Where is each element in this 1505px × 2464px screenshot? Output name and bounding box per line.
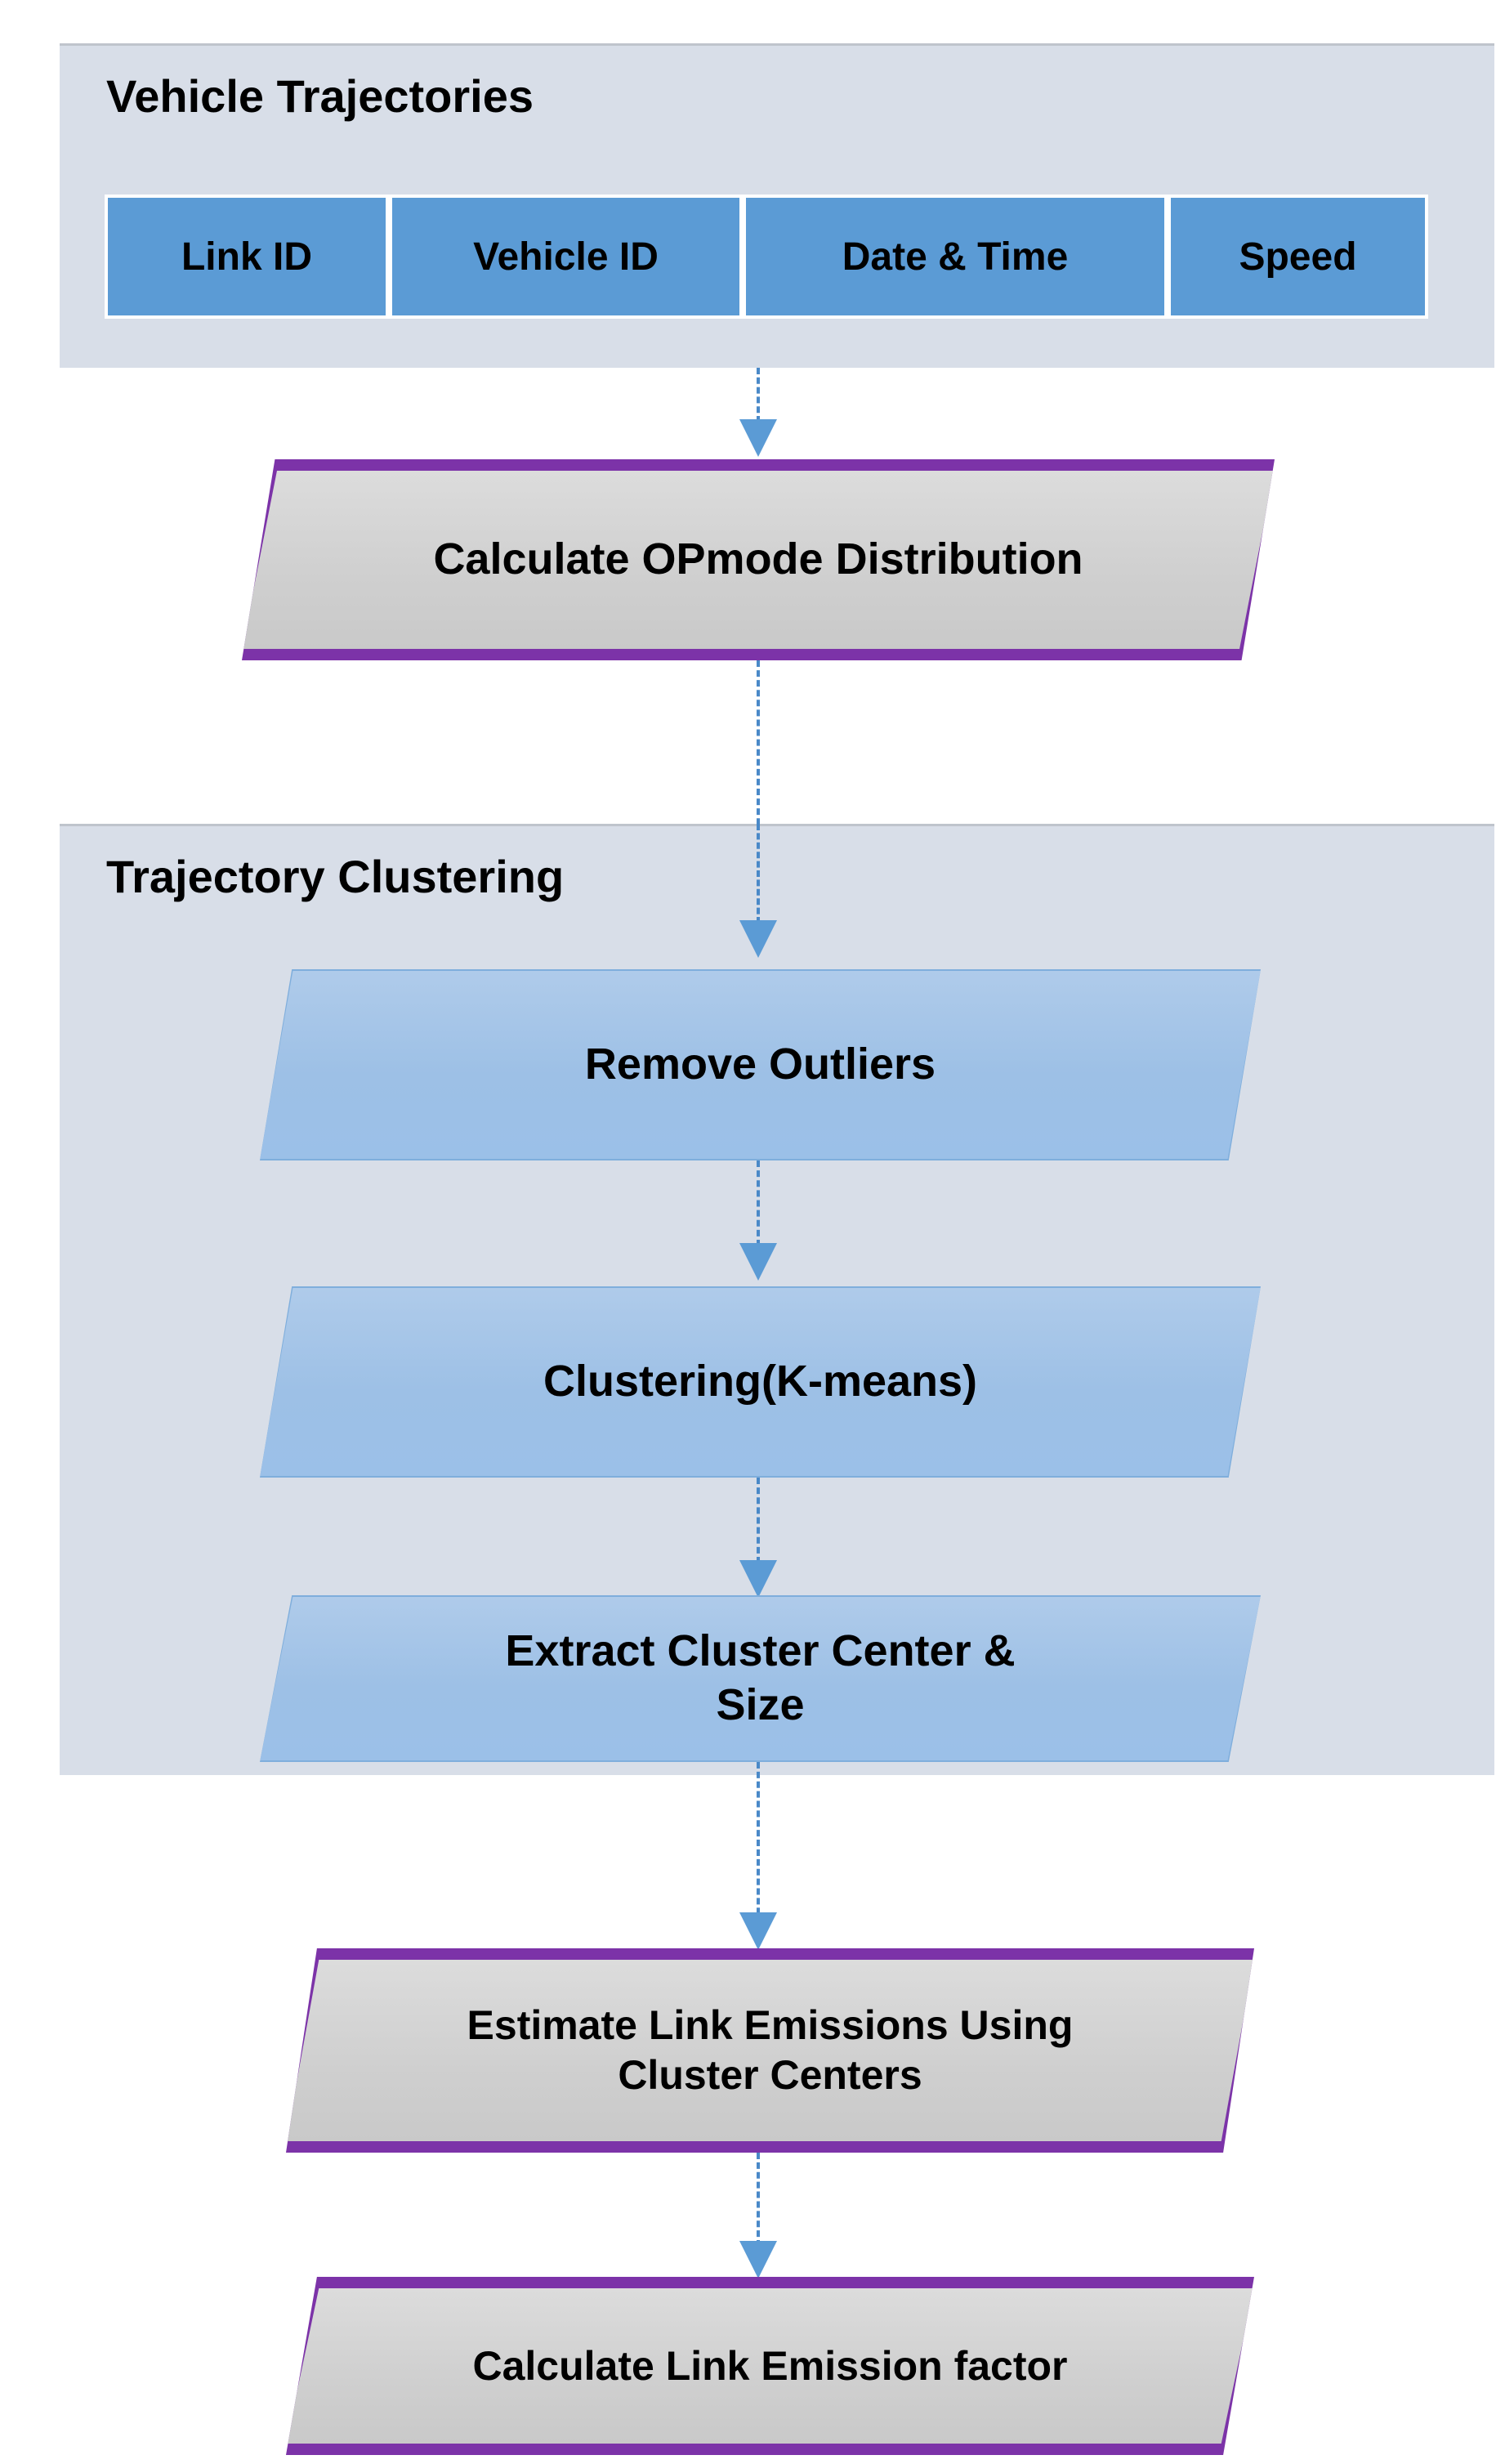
- connector-line-opmode-to-remove-outliers: [757, 660, 760, 923]
- node-clustering-kmeans-fill: [260, 1288, 1261, 1476]
- connector-arrow-extract-to-estimate: [739, 1912, 777, 1950]
- node-extract-cluster-fill: [260, 1597, 1261, 1760]
- node-extract-cluster-center-size[interactable]: Extract Cluster Center & Size: [260, 1595, 1261, 1762]
- node-calculate-link-emission-factor-label: Calculate Link Emission factor: [472, 2342, 1068, 2389]
- connector-arrow-clustering-to-extract: [739, 1560, 777, 1598]
- node-extract-cluster-label: Extract Cluster Center & Size: [505, 1626, 1016, 1729]
- node-calculate-opmode-distribution[interactable]: Calculate OPmode Distribution: [242, 459, 1275, 660]
- node-remove-outliers[interactable]: Remove Outliers: [260, 969, 1261, 1160]
- table-header-link-id[interactable]: Link ID: [105, 195, 389, 319]
- table-header-date-time[interactable]: Date & Time: [743, 195, 1168, 319]
- vehicle-trajectories-table: Link ID Vehicle ID Date & Time Speed: [105, 195, 1428, 319]
- node-clustering-kmeans-label: Clustering(K-means): [543, 1357, 978, 1406]
- node-estimate-link-emissions[interactable]: Estimate Link Emissions Using Cluster Ce…: [286, 1948, 1254, 2153]
- node-estimate-link-emissions-label: Estimate Link Emissions Using Cluster Ce…: [467, 2002, 1074, 2098]
- node-clustering-kmeans[interactable]: Clustering(K-means): [260, 1286, 1261, 1478]
- connector-line-trajectories-to-opmode: [757, 368, 760, 423]
- node-calculate-link-emission-factor[interactable]: Calculate Link Emission factor: [286, 2277, 1254, 2455]
- connector-arrow-opmode-to-remove-outliers-overlay: [739, 920, 777, 958]
- connector-line-extract-to-estimate: [757, 1762, 760, 1934]
- connector-arrow-trajectories-to-opmode: [739, 419, 777, 457]
- node-calculate-link-emission-factor-fill: [286, 2288, 1254, 2444]
- group-title-trajectory-clustering: Trajectory Clustering: [106, 851, 565, 902]
- node-calculate-opmode-fill: [242, 471, 1275, 649]
- connector-line-remove-outliers-to-clustering: [757, 1160, 760, 1246]
- node-calculate-opmode-label: Calculate OPmode Distribution: [433, 534, 1083, 584]
- connector-line-clustering-to-extract: [757, 1478, 760, 1563]
- node-remove-outliers-label: Remove Outliers: [584, 1040, 936, 1089]
- node-estimate-link-emissions-fill: [286, 1960, 1254, 2141]
- table-header-vehicle-id[interactable]: Vehicle ID: [389, 195, 743, 319]
- connector-line-estimate-to-calculate-factor: [757, 2153, 760, 2247]
- node-remove-outliers-fill: [260, 971, 1261, 1159]
- group-title-vehicle-trajectories: Vehicle Trajectories: [106, 70, 534, 122]
- table-header-speed[interactable]: Speed: [1168, 195, 1428, 319]
- connector-arrow-estimate-to-calculate-factor: [739, 2241, 777, 2278]
- connector-line-opmode-to-remove-outliers-overlay: [757, 824, 760, 923]
- connector-arrow-remove-outliers-to-clustering: [739, 1243, 777, 1281]
